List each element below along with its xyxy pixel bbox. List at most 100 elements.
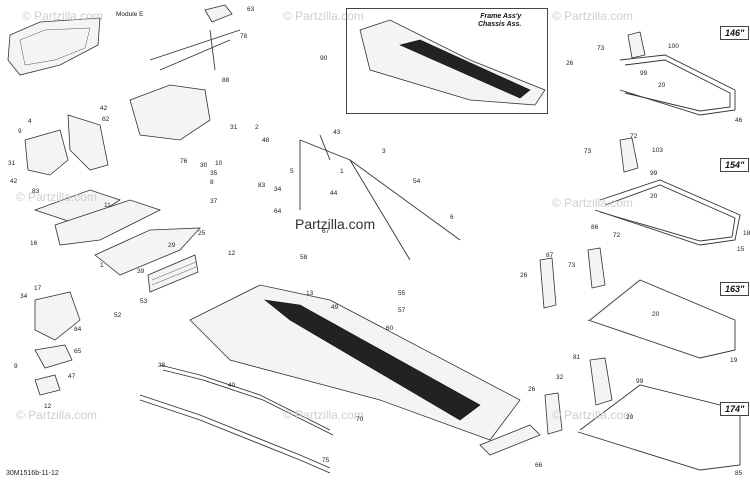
callout: 87 — [546, 252, 554, 259]
callout: 2 — [255, 124, 259, 131]
callout: 20 — [626, 414, 634, 421]
watermark: © Partzilla.com — [16, 190, 97, 204]
heat-exchanger-39-part — [147, 254, 199, 293]
callout: 99 — [650, 170, 658, 177]
size-box-174: 174" — [720, 402, 750, 416]
callout: 73 — [584, 148, 592, 155]
callout: 73 — [597, 45, 605, 52]
callout: 4 — [28, 118, 32, 125]
callout: 20 — [650, 193, 658, 200]
callout: 42 — [100, 105, 108, 112]
callout: 30 — [200, 162, 208, 169]
callout: 31 — [8, 160, 16, 167]
diagram-code: 30M1516b-11-12 — [6, 470, 59, 477]
callout: 75 — [322, 457, 330, 464]
frame-assembly-box — [346, 8, 548, 114]
callout: 99 — [640, 70, 648, 77]
callout: 17 — [34, 285, 42, 292]
callout: 26 — [566, 60, 574, 67]
callout: 15 — [737, 246, 745, 253]
callout: 46 — [735, 117, 743, 124]
callout: 34 — [20, 293, 28, 300]
plate-47-part — [34, 374, 61, 396]
plate-16-part — [54, 199, 162, 246]
strut-78-part — [149, 29, 241, 71]
tunnel-60-part — [189, 284, 521, 441]
callout: 83 — [258, 182, 266, 189]
callout: 37 — [210, 198, 218, 205]
callout: 12 — [44, 403, 52, 410]
callout: 72 — [630, 133, 638, 140]
callout: 88 — [222, 77, 230, 84]
callout: 58 — [300, 254, 308, 261]
callout: 39 — [137, 268, 145, 275]
callout: 64 — [274, 208, 282, 215]
callout: 9 — [14, 363, 18, 370]
callout: 54 — [413, 178, 421, 185]
watermark: © Partzilla.com — [283, 9, 364, 23]
callout: 100 — [668, 43, 679, 50]
callout: 73 — [568, 262, 576, 269]
callout: 60 — [386, 325, 394, 332]
callout: 70 — [356, 416, 364, 423]
watermark: © Partzilla.com — [16, 408, 97, 422]
callout: 62 — [102, 116, 110, 123]
callout: 47 — [68, 373, 76, 380]
callout: 85 — [735, 470, 743, 477]
callout: 6 — [450, 214, 454, 221]
bracket-65-part — [34, 344, 73, 369]
callout: 20 — [652, 311, 660, 318]
bracket-84-part — [34, 291, 81, 341]
module-label: Module E — [116, 11, 144, 18]
rails-146-part — [619, 31, 736, 116]
side-panel-62-part — [67, 114, 109, 171]
callout: 99 — [636, 378, 644, 385]
side-panel-42-part — [24, 129, 69, 176]
watermark: © Partzilla.com — [552, 408, 633, 422]
callout: 1 — [340, 168, 344, 175]
callout: 84 — [74, 326, 82, 333]
callout: 12 — [228, 250, 236, 257]
callout: 53 — [140, 298, 148, 305]
callout: 78 — [240, 33, 248, 40]
callout: 72 — [613, 232, 621, 239]
bulkhead-88-part — [129, 84, 211, 141]
callout: 44 — [330, 190, 338, 197]
callout: 16 — [30, 240, 38, 247]
frame-assembly-drawing — [359, 19, 546, 106]
callout: 35 — [210, 170, 218, 177]
watermark: © Partzilla.com — [552, 9, 633, 23]
callout: 34 — [274, 186, 282, 193]
callout: 38 — [158, 362, 166, 369]
main-watermark: Partzilla.com — [295, 216, 376, 232]
callout: 90 — [320, 55, 328, 62]
frame-title-line-1: Frame Ass'y — [480, 13, 522, 20]
callout: 63 — [247, 6, 255, 13]
callout: 20 — [658, 82, 666, 89]
callout: 9 — [18, 128, 22, 135]
watermark: © Partzilla.com — [552, 196, 633, 210]
callout: 32 — [556, 374, 564, 381]
callout: 67 — [322, 228, 330, 235]
rails-154-part — [594, 137, 741, 246]
callout: 26 — [528, 386, 536, 393]
callout: 10 — [215, 160, 223, 167]
callout: 48 — [262, 137, 270, 144]
callout: 42 — [10, 178, 18, 185]
bumper-66-part — [479, 424, 541, 456]
callout: 103 — [652, 147, 663, 154]
callout: 19 — [730, 357, 738, 364]
rails-38-70-part — [139, 364, 334, 474]
module-e-part — [7, 17, 101, 76]
callout: 29 — [168, 242, 176, 249]
callout: 55 — [398, 290, 406, 297]
callout: 57 — [398, 307, 406, 314]
callout: 3 — [382, 148, 386, 155]
callout: 18 — [743, 230, 750, 237]
callout: 1 — [100, 262, 104, 269]
plate-29-part — [94, 227, 201, 276]
callout: 25 — [198, 230, 206, 237]
callout: 26 — [520, 272, 528, 279]
